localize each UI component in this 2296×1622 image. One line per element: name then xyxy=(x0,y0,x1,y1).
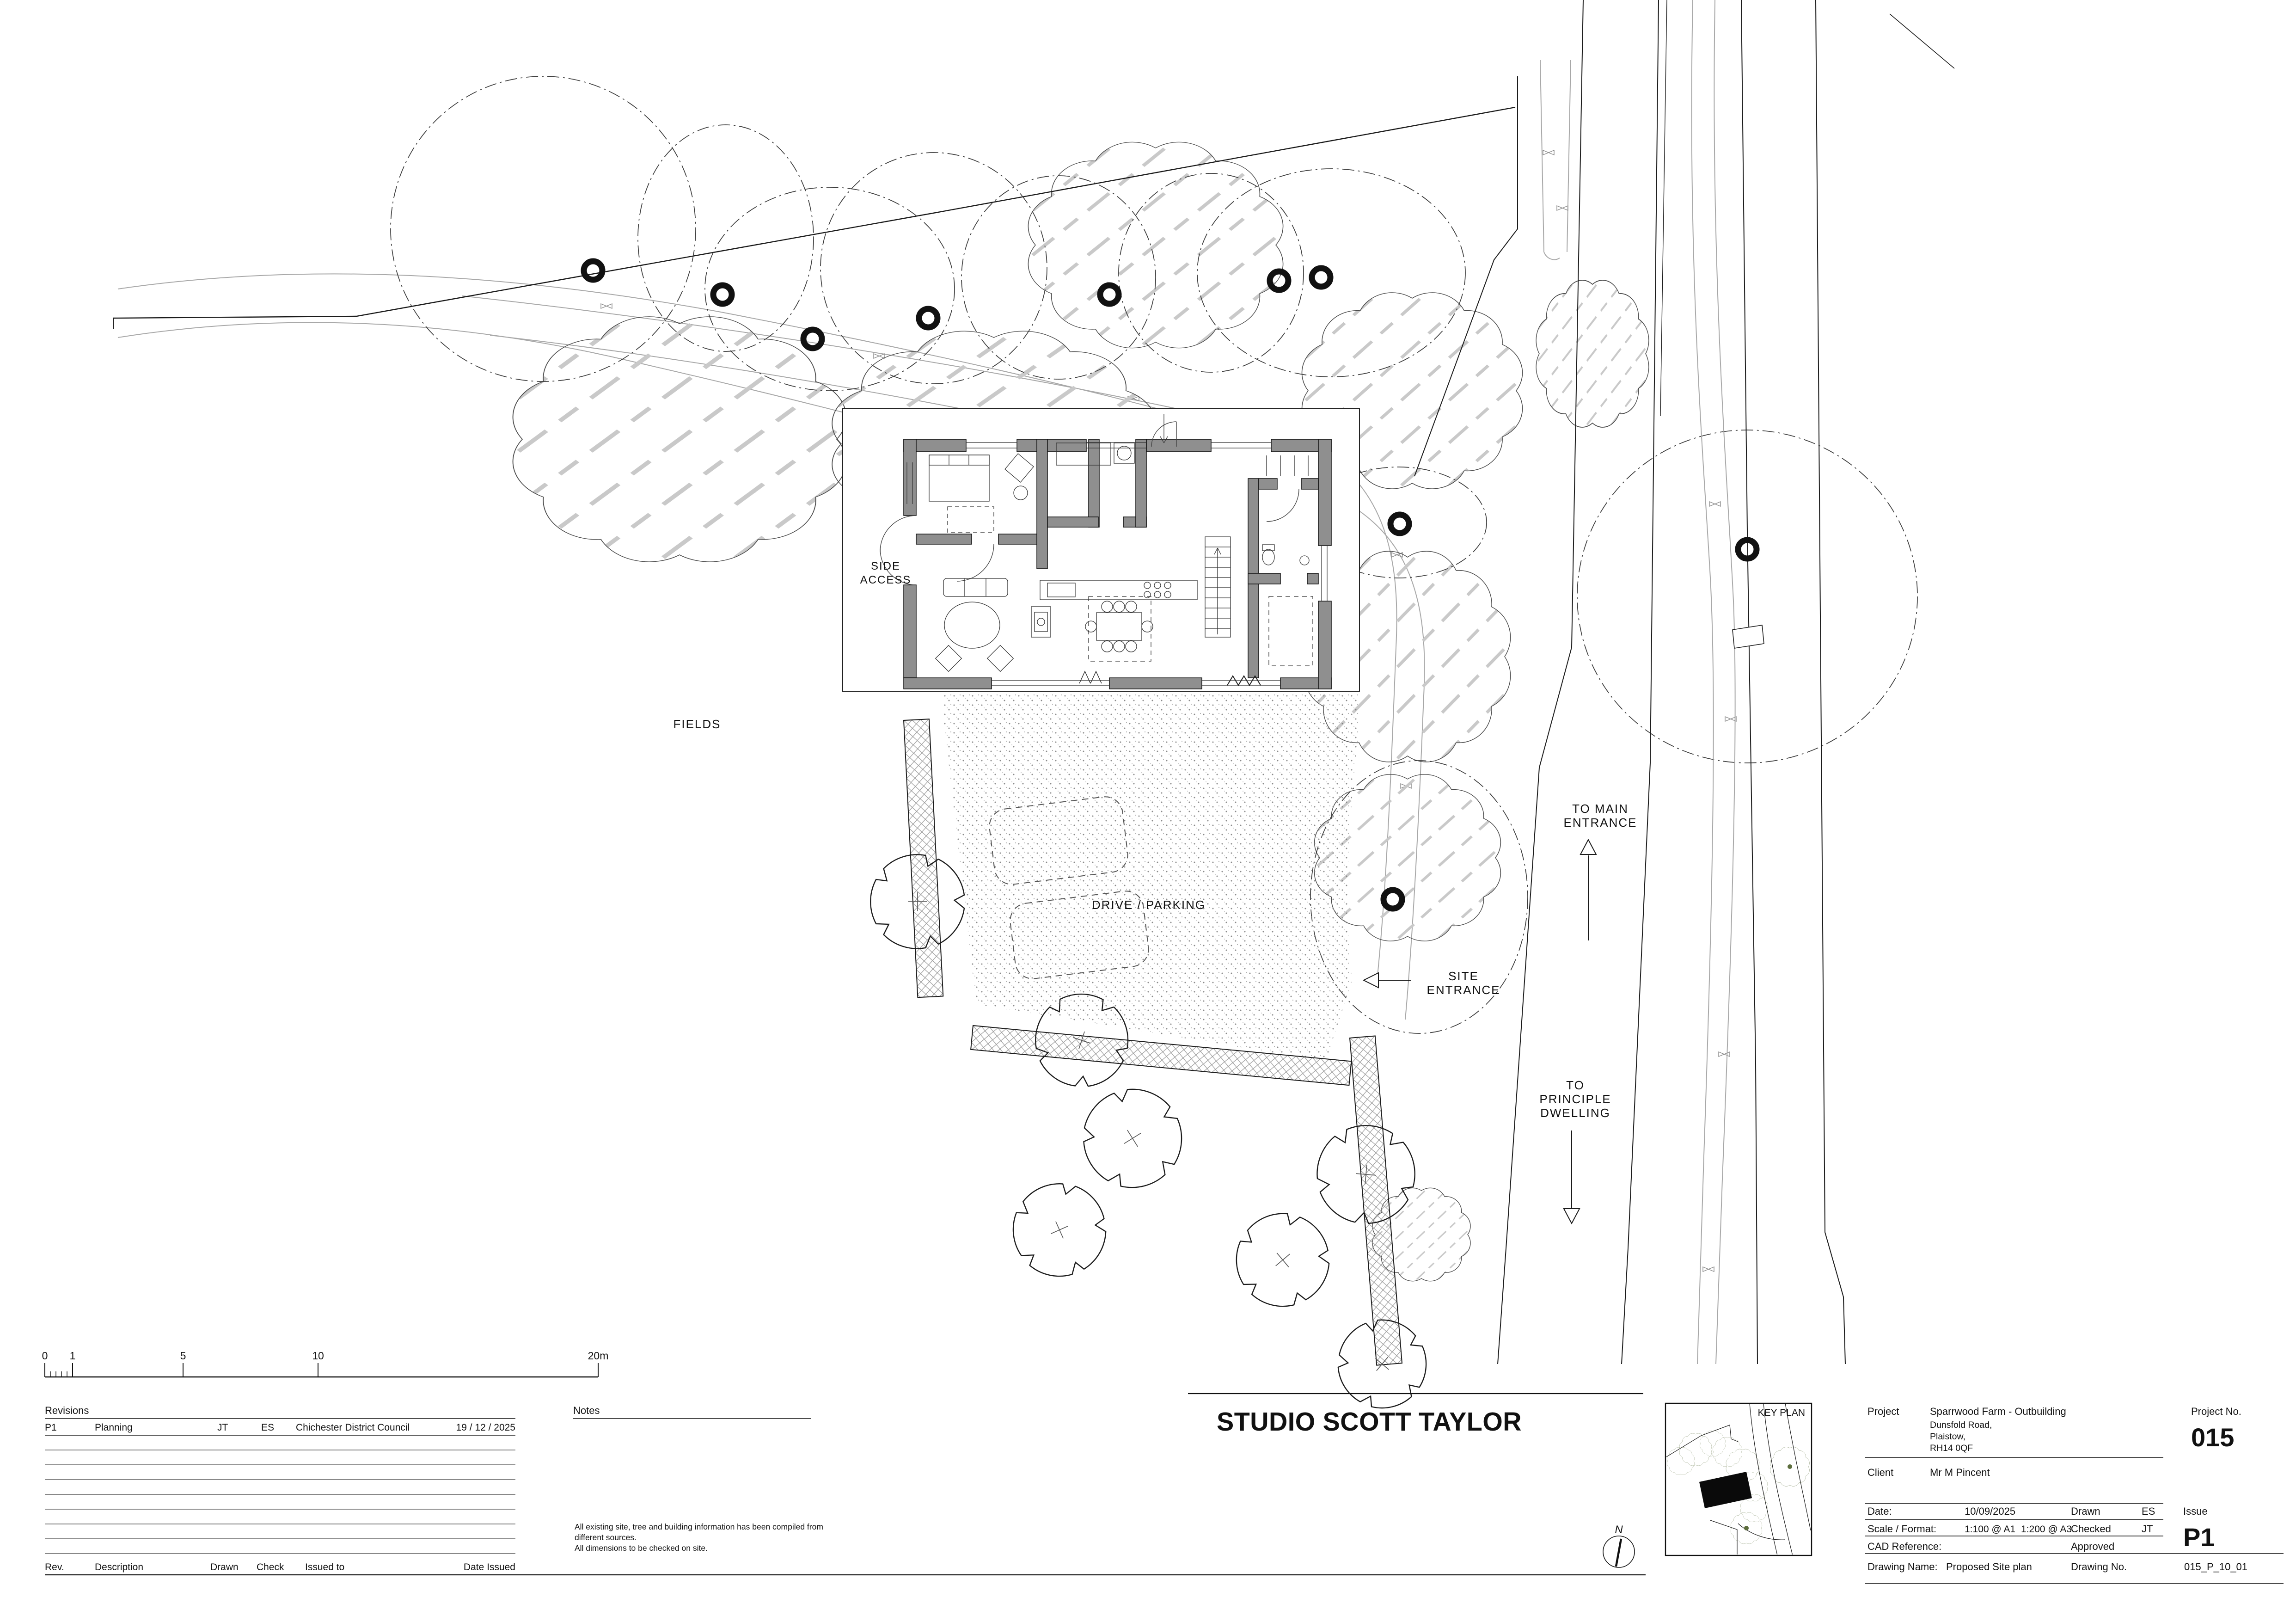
road-lines xyxy=(1497,0,1846,1364)
svg-text:Planning: Planning xyxy=(95,1422,133,1433)
svg-text:10: 10 xyxy=(312,1350,324,1362)
drawing-name-value: Proposed Site plan xyxy=(1946,1561,2032,1573)
side-access-label-line2: ACCESS xyxy=(860,574,912,586)
to-principle-dwelling-label-line2: PRINCIPLE xyxy=(1539,1092,1611,1106)
svg-text:20m: 20m xyxy=(588,1350,609,1362)
parking-bay xyxy=(989,796,1149,979)
scale-a1-value: 1:100 @ A1 xyxy=(1965,1524,2015,1535)
scale-label: Scale / Format: xyxy=(1867,1523,1936,1535)
site-entrance-label-line2: ENTRANCE xyxy=(1427,983,1500,997)
drive-parking-area xyxy=(943,691,1359,1061)
date-label: Date: xyxy=(1867,1505,1892,1517)
project-label: Project xyxy=(1867,1406,1899,1417)
to-principle-dwelling-label-line3: DWELLING xyxy=(1540,1106,1610,1120)
svg-text:ES: ES xyxy=(261,1422,274,1433)
svg-text:JT: JT xyxy=(217,1422,228,1433)
direction-arrows xyxy=(1362,838,1597,1225)
svg-text:1: 1 xyxy=(70,1350,76,1362)
drawing-no-value: 015_P_10_01 xyxy=(2184,1561,2247,1573)
stair xyxy=(1205,536,1231,638)
sheet-rules xyxy=(45,1393,1646,1576)
site-entrance-label-line1: SITE xyxy=(1448,969,1479,983)
svg-text:19 / 12 / 2025: 19 / 12 / 2025 xyxy=(456,1422,515,1433)
scale-a3-value: 1:200 @ A3 xyxy=(2021,1524,2072,1535)
drive-parking-label: DRIVE / PARKING xyxy=(1092,898,1206,912)
drawing-name-label: Drawing Name: xyxy=(1867,1561,1938,1573)
side-access-label-line1: SIDE xyxy=(871,560,900,572)
svg-text:Check: Check xyxy=(257,1562,284,1573)
drawing-no-label: Drawing No. xyxy=(2071,1561,2127,1573)
approved-label: Approved xyxy=(2071,1541,2114,1552)
to-main-entrance-label-line1: TO MAIN xyxy=(1572,802,1629,816)
scale-bar xyxy=(44,1363,599,1378)
client-label: Client xyxy=(1867,1467,1893,1478)
date-value: 10/09/2025 xyxy=(1965,1505,2015,1517)
project-name: Sparrwood Farm - Outbuilding xyxy=(1930,1406,2066,1417)
svg-text:Chichester District Council: Chichester District Council xyxy=(296,1422,410,1433)
project-address-line2: Plaistow, xyxy=(1930,1432,1965,1442)
hedge-strips xyxy=(903,719,1403,1366)
checked-label: Checked xyxy=(2071,1523,2111,1535)
cad-label: CAD Reference: xyxy=(1867,1541,1941,1552)
svg-text:Issued to: Issued to xyxy=(305,1562,344,1573)
drawn-value: ES xyxy=(2142,1505,2155,1517)
issue-label: Issue xyxy=(2183,1505,2208,1517)
project-no-label: Project No. xyxy=(2191,1406,2241,1417)
svg-text:Rev.: Rev. xyxy=(45,1562,64,1573)
svg-text:P1: P1 xyxy=(45,1422,57,1433)
building-floor-plan: SIDE ACCESS xyxy=(842,408,1360,692)
revision-row: P1 Planning JT ES Chichester District Co… xyxy=(45,1422,515,1433)
project-address-line3: RH14 0QF xyxy=(1930,1443,1973,1453)
notes-title: Notes xyxy=(573,1405,600,1416)
key-plan: KEY PLAN xyxy=(1665,1402,1812,1556)
furniture xyxy=(929,453,1313,672)
plan-labels: FIELDS DRIVE / PARKING SITE ENTRANCE TO … xyxy=(673,717,1637,1120)
client-value: Mr M Pincent xyxy=(1930,1467,1990,1478)
svg-text:0: 0 xyxy=(42,1350,48,1362)
revision-header-row: Rev. Description Drawn Check Issued to D… xyxy=(45,1562,515,1573)
key-plan-title: KEY PLAN xyxy=(1758,1407,1805,1418)
site-boundary-lines xyxy=(113,13,1955,477)
fields-label: FIELDS xyxy=(673,717,721,731)
svg-text:Description: Description xyxy=(95,1562,143,1573)
scale-bar-labels: 0 1 5 10 20m xyxy=(42,1350,609,1362)
revisions-title: Revisions xyxy=(45,1405,89,1416)
kitchen xyxy=(1040,442,1198,600)
title-block: Project Sparrwood Farm - Outbuilding Pro… xyxy=(1865,1406,2284,1584)
issue-value: P1 xyxy=(2183,1523,2215,1552)
revisions-table: Revisions P1 Planning JT ES Chichester D… xyxy=(45,1405,515,1573)
svg-text:Date Issued: Date Issued xyxy=(464,1562,515,1573)
svg-text:different sources.: different sources. xyxy=(575,1533,637,1542)
project-address-line1: Dunsfold Road, xyxy=(1930,1420,1992,1430)
svg-text:Drawn: Drawn xyxy=(210,1562,239,1573)
checked-value: JT xyxy=(2142,1523,2153,1535)
drawn-label: Drawn xyxy=(2071,1505,2100,1517)
north-arrow-icon: N xyxy=(1603,1524,1635,1568)
notes-panel: Notes All existing site, tree and buildi… xyxy=(573,1405,823,1553)
svg-text:All dimensions to be checked o: All dimensions to be checked on site. xyxy=(575,1543,708,1553)
existing-tree-canopies xyxy=(390,76,1918,1034)
project-no-value: 015 xyxy=(2191,1423,2234,1452)
studio-name: STUDIO SCOTT TAYLOR xyxy=(1217,1407,1522,1437)
north-label: N xyxy=(1615,1524,1623,1536)
svg-text:All existing site, tree and bu: All existing site, tree and building inf… xyxy=(575,1522,823,1531)
to-principle-dwelling-label-line1: TO xyxy=(1566,1078,1585,1092)
svg-text:5: 5 xyxy=(180,1350,186,1362)
to-main-entrance-label-line2: ENTRANCE xyxy=(1563,816,1637,829)
